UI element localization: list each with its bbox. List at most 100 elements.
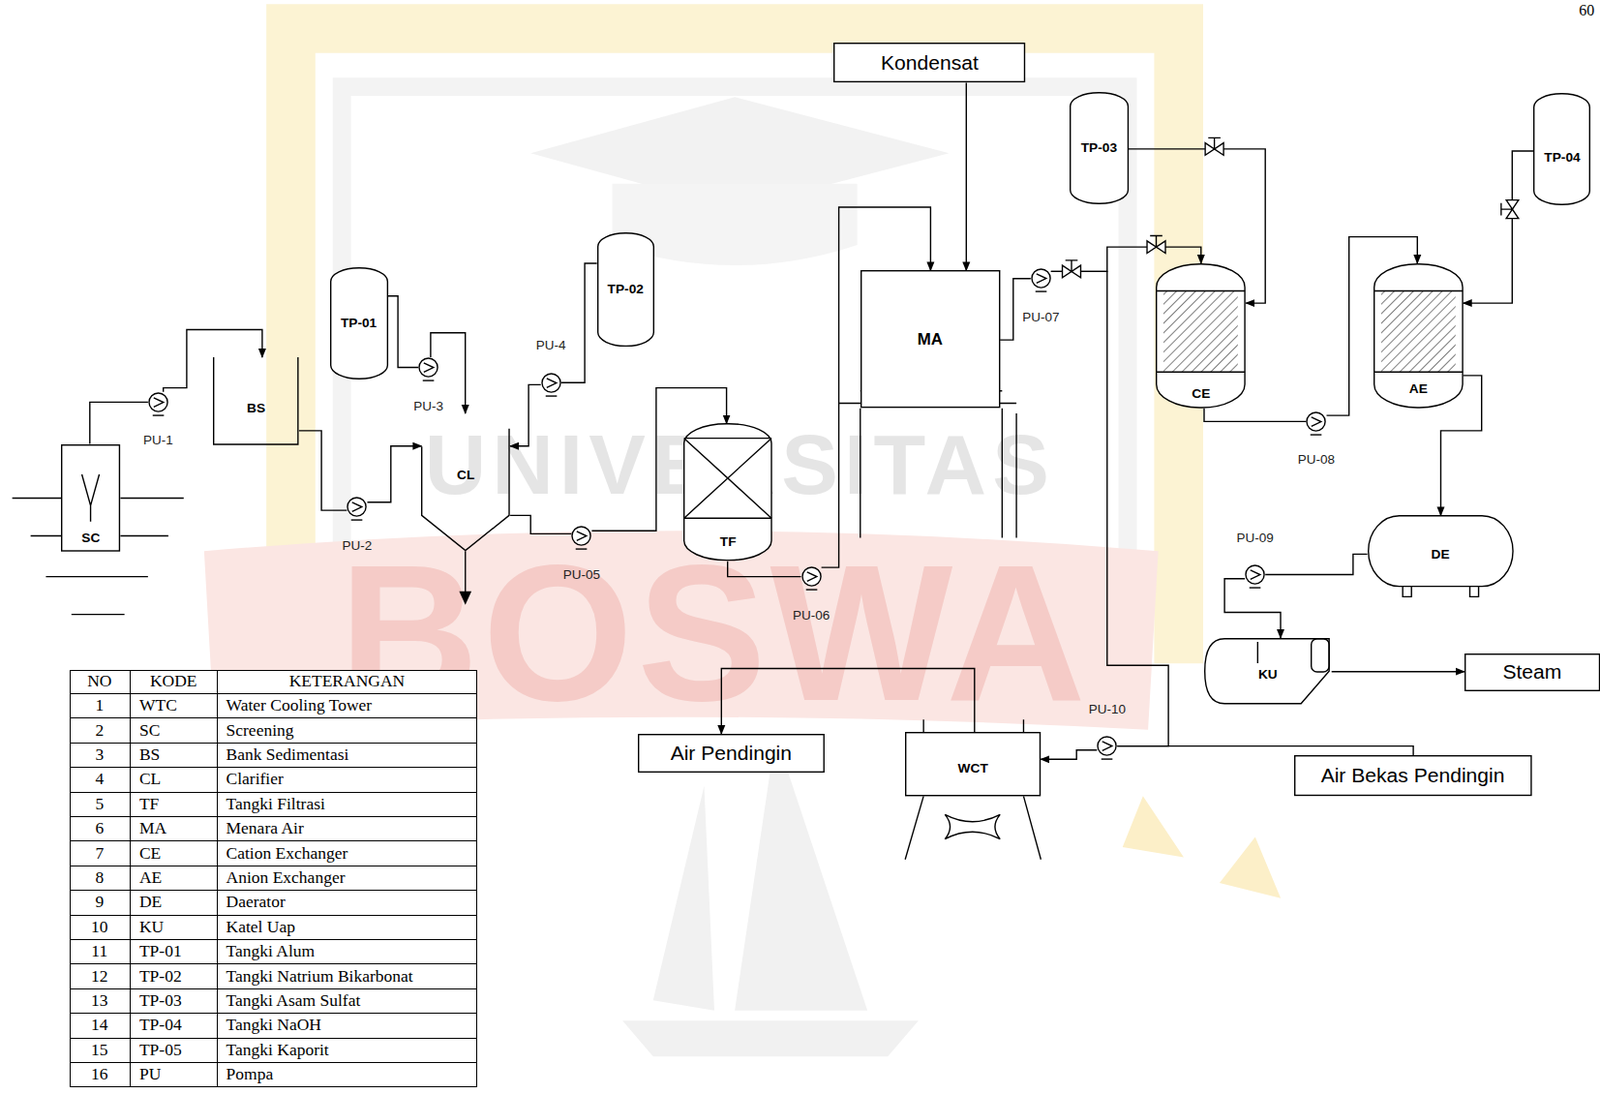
pump-symbol: PU-08 xyxy=(1305,411,1327,432)
table-cell: CL xyxy=(130,767,218,792)
equipment-outline xyxy=(1533,92,1591,206)
table-text: Tangki Asam Sulfat xyxy=(226,992,362,1010)
table-cell: Pompa xyxy=(217,1062,479,1087)
pump-outline xyxy=(418,357,439,378)
equipment-box: CE xyxy=(1155,263,1246,409)
pipe-line xyxy=(721,668,975,735)
table-cell: CE xyxy=(130,841,218,866)
equipment-label: TP-04 xyxy=(1543,150,1580,165)
equipment-box: Steam xyxy=(1464,653,1600,692)
pump-tag: PU-10 xyxy=(1088,702,1126,717)
table-text: 1 xyxy=(94,696,104,715)
pump-symbol: PU-10 xyxy=(1096,735,1117,756)
table-cell: 11 xyxy=(69,939,131,965)
table-cell: TP-04 xyxy=(130,1013,218,1038)
table-text: Water Cooling Tower xyxy=(226,696,373,715)
table-text: Tangki Filtrasi xyxy=(226,795,326,814)
table-cell: 13 xyxy=(69,989,131,1014)
table-text: TP-04 xyxy=(139,1017,182,1035)
pipe-line xyxy=(1040,750,1097,760)
equipment-label: Air Bekas Pendingin xyxy=(1321,765,1506,786)
table-text: TP-05 xyxy=(139,1041,182,1059)
table-text: TP-02 xyxy=(139,967,182,986)
table-cell: 7 xyxy=(69,841,131,866)
pump-tag: PU-08 xyxy=(1298,453,1335,468)
table-text: Screening xyxy=(226,722,295,740)
fixture-group xyxy=(12,137,1519,859)
pump-symbol: PU-06 xyxy=(801,566,822,587)
table-cell: 8 xyxy=(69,866,131,891)
table-cell: TP-02 xyxy=(130,964,218,989)
pump-tag: PU-1 xyxy=(143,434,174,449)
equipment-label: TP-01 xyxy=(340,316,377,331)
pump-tag: PU-07 xyxy=(1022,310,1059,325)
pipe-line xyxy=(510,384,542,446)
table-cell: 14 xyxy=(69,1013,131,1038)
pipe-line xyxy=(1224,578,1281,638)
table-cell: 4 xyxy=(69,767,131,792)
page-number: 60 xyxy=(1578,2,1595,19)
pipe-line xyxy=(1463,150,1535,303)
pump-outline xyxy=(1030,268,1052,289)
equipment-label: KU xyxy=(1258,667,1278,682)
table-cell: KETERANGAN xyxy=(217,669,479,695)
pipe-line xyxy=(367,446,423,503)
water-tower-structure xyxy=(839,391,1017,539)
pipe-line xyxy=(966,82,967,271)
equipment-box: SC xyxy=(60,444,121,552)
equipment-box: TF xyxy=(683,422,773,561)
pipe-line xyxy=(727,561,802,577)
equipment-box: AE xyxy=(1373,263,1464,409)
table-text: TP-03 xyxy=(139,992,182,1010)
pump-tag: PU-06 xyxy=(792,608,830,623)
table-text: 6 xyxy=(94,819,104,838)
equipment-label: CL xyxy=(456,468,475,483)
table-text: Anion Exchanger xyxy=(226,869,346,887)
table-cell: Tangki Natrium Bikarbonat xyxy=(217,964,479,989)
table-cell: TP-05 xyxy=(130,1038,218,1063)
valves xyxy=(1062,137,1519,277)
pump-tag: PU-4 xyxy=(536,339,567,354)
pipe-line xyxy=(510,514,572,534)
table-cell: SC xyxy=(130,718,218,743)
table-header: NO xyxy=(87,672,112,691)
table-text: Daerator xyxy=(226,894,286,912)
equipment-label: Air Pendingin xyxy=(670,742,792,763)
outlet-arrowhead xyxy=(459,591,471,604)
table-cell: MA xyxy=(130,816,218,842)
pipe-line xyxy=(999,278,1031,340)
table-text: 7 xyxy=(94,845,104,863)
table-text: 13 xyxy=(90,992,109,1010)
table-cell: Bank Sedimentasi xyxy=(217,743,479,768)
table-text: AE xyxy=(139,869,162,887)
table-text: 5 xyxy=(94,795,104,814)
table-text: Clarifier xyxy=(226,771,284,789)
pump-symbol: PU-07 xyxy=(1030,268,1052,289)
equipment-box: Air Pendingin xyxy=(637,733,825,773)
pipe-line xyxy=(90,401,149,444)
equipment-label: Steam xyxy=(1502,662,1562,683)
pipe-line xyxy=(1116,746,1414,756)
table-text: 12 xyxy=(90,967,109,986)
equipment-label: CE xyxy=(1191,387,1210,401)
pump-symbol: PU-4 xyxy=(541,372,562,393)
equipment-label: TP-03 xyxy=(1081,141,1117,155)
table-text: TF xyxy=(139,795,159,814)
table-cell: AE xyxy=(130,866,218,891)
pipe-line xyxy=(163,330,263,393)
pump-outline xyxy=(541,372,562,393)
equipment-label: AE xyxy=(1409,382,1428,396)
table-text: KU xyxy=(139,918,164,936)
equipment-box: DE xyxy=(1367,514,1514,597)
table-text: WTC xyxy=(139,696,178,715)
table-cell: Katel Uap xyxy=(217,915,479,940)
cooling-fan xyxy=(944,814,1000,839)
table-text: Tangki Alum xyxy=(226,942,316,961)
pipe-line xyxy=(299,430,348,511)
equipment-label: TF xyxy=(720,535,737,549)
table-cell: Cation Exchanger xyxy=(217,841,479,866)
table-text: Katel Uap xyxy=(226,918,296,936)
table-text: 10 xyxy=(90,918,109,936)
pump-outline xyxy=(1244,564,1266,585)
table-text: Tangki Natrium Bikarbonat xyxy=(226,967,414,986)
